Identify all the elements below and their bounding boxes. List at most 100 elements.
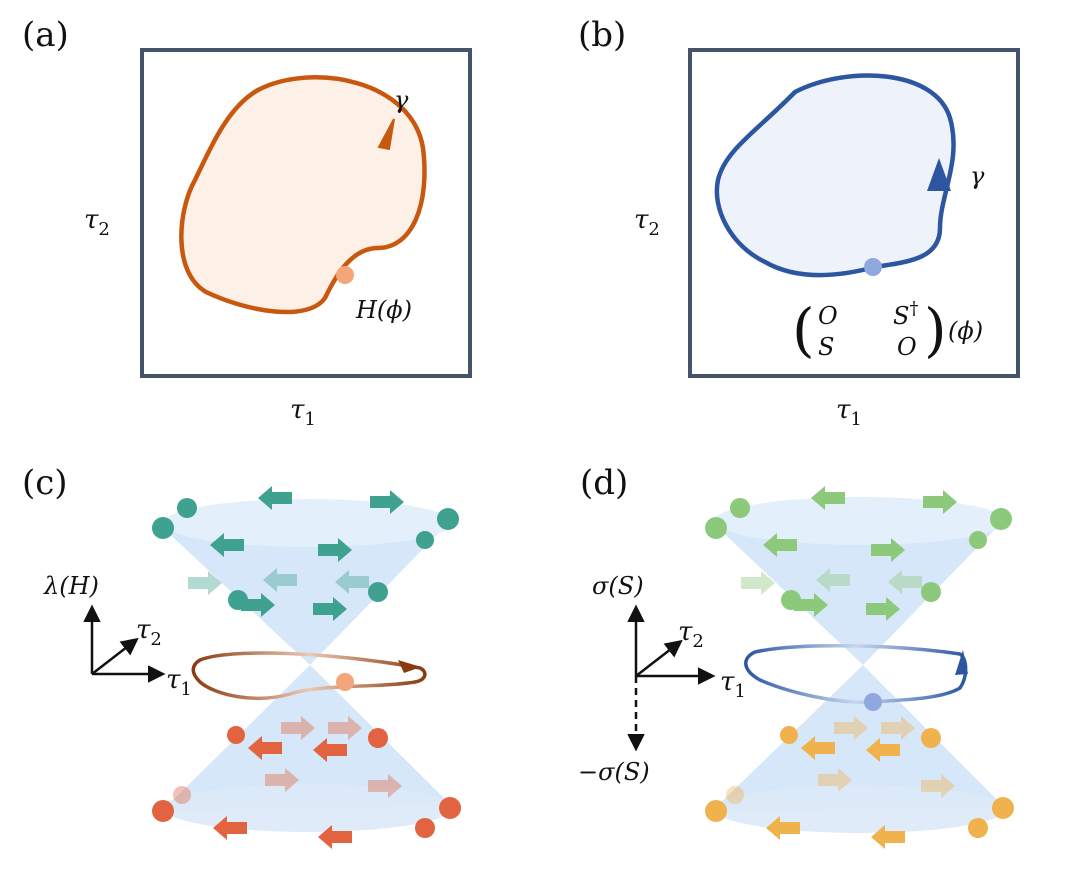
matrix-a21: S xyxy=(818,333,834,361)
panel-c-lower-spin-arrow xyxy=(368,774,402,798)
panel-d-lower-spin-arrow xyxy=(921,774,955,798)
panel-c-lower-spin-dot xyxy=(152,800,174,822)
panel-c-lower-spin-arrow xyxy=(313,738,347,762)
panel-d-axes: σ(S) −σ(S) τ2 τ1 xyxy=(578,572,746,786)
panel-c-lower-spin-dot xyxy=(439,797,461,819)
panel-a-loop-arrow xyxy=(377,118,395,151)
panel-d: (d) σ(S) −σ(S) τ2 τ1 xyxy=(578,463,1014,849)
panel-c: (c) λ(H) τ2 τ1 xyxy=(22,463,461,849)
panel-c-lower-spin-arrow xyxy=(281,716,315,740)
panel-d-tau2-label: τ2 xyxy=(678,617,704,652)
panel-a-frame xyxy=(140,48,472,378)
panel-d-loop xyxy=(744,644,968,704)
panel-d-upper-rim xyxy=(714,497,1006,545)
panel-d-lower-spin-dot xyxy=(705,800,727,822)
panel-d-upper-spin-dot xyxy=(730,498,750,518)
panel-d-upper-spin-arrow xyxy=(741,571,775,595)
panel-c-tau1-label: τ1 xyxy=(166,665,192,700)
panel-c-lower-spin-arrow xyxy=(248,736,282,760)
panel-c-upper-spins xyxy=(152,486,459,621)
panel-d-upper-spin-arrow xyxy=(794,593,828,617)
panel-d-lower-cone xyxy=(713,665,1005,810)
panel-c-lower-spin-dot xyxy=(368,728,388,748)
panel-d-lower-spin-arrow xyxy=(881,716,915,740)
panel-d-tau2-axis xyxy=(635,639,683,677)
panel-c-upper-spin-dot xyxy=(177,498,197,518)
panel-c-upper-spin-dot xyxy=(152,517,174,539)
panel-c-loop xyxy=(191,651,427,701)
panel-d-lower-spin-arrow xyxy=(818,768,852,792)
panel-d-cones xyxy=(713,497,1006,833)
panel-d-lower-rim xyxy=(714,785,1006,833)
panel-c-lower-spin-dot xyxy=(173,786,191,804)
panel-c-upper-spin-dot xyxy=(228,590,248,610)
panel-c-upper-spin-dot xyxy=(368,582,388,602)
panel-c-upper-spin-arrow xyxy=(313,597,347,621)
panel-c-lower-rim xyxy=(163,784,453,832)
panel-d-upper-cone xyxy=(713,519,1005,665)
panel-d-sigma-up-label: σ(S) xyxy=(592,572,644,600)
panel-b-loop-arrow xyxy=(927,158,951,191)
panel-d-letter: (d) xyxy=(580,463,628,503)
panel-c-lambda-label: λ(H) xyxy=(43,572,99,600)
panel-b-gamma: γ xyxy=(970,162,985,190)
panel-c-lower-spin-arrow xyxy=(318,825,352,849)
panel-a-axis-x: τ1 xyxy=(290,395,316,430)
panel-d-lower-spin-arrow xyxy=(834,716,868,740)
panel-a-gamma: γ xyxy=(394,86,409,114)
panel-d-upper-spin-arrow xyxy=(866,597,900,621)
panel-c-letter: (c) xyxy=(22,463,68,503)
panel-c-upper-rim xyxy=(163,499,453,547)
matrix-suffix: (ϕ) xyxy=(948,317,983,345)
panel-b-axis-y: τ2 xyxy=(634,205,660,240)
panel-c-upper-spin-arrow xyxy=(318,538,352,562)
panel-d-lower-spin-arrow xyxy=(866,738,900,762)
panel-a: (a) γ H(ϕ) τ2 τ1 xyxy=(22,15,472,430)
panel-d-lower-spin-dot xyxy=(726,786,744,804)
panel-c-upper-spin-arrow xyxy=(263,568,297,592)
panel-c-tau2-label: τ2 xyxy=(136,615,162,650)
panel-d-upper-spin-arrow xyxy=(923,490,957,514)
panel-d-upper-spin-arrow xyxy=(763,533,797,557)
panel-d-upper-spin-dot xyxy=(990,508,1012,530)
panel-d-upper-spin-arrow xyxy=(888,570,922,594)
panel-d-upper-spin-dot xyxy=(921,582,941,602)
panel-c-upper-spin-dot xyxy=(437,508,459,530)
panel-d-upper-spin-arrow xyxy=(811,486,845,510)
panel-d-lower-spin-dot xyxy=(968,818,988,838)
panel-d-upper-spin-dot xyxy=(781,590,801,610)
panel-d-upper-spin-dot xyxy=(969,531,987,549)
panel-c-tau2-axis xyxy=(91,637,139,675)
panel-a-axis-y: τ2 xyxy=(84,205,110,240)
panel-c-axes: λ(H) τ2 τ1 xyxy=(43,572,192,700)
panel-c-upper-spin-arrow xyxy=(258,486,292,510)
panel-b-letter: (b) xyxy=(578,15,626,55)
panel-d-lower-spin-dot xyxy=(921,728,941,748)
panel-c-lower-spin-dot xyxy=(415,818,435,838)
panel-c-upper-spin-arrow xyxy=(335,570,369,594)
panel-d-upper-spins xyxy=(705,486,1012,621)
matrix-left-paren: ( xyxy=(792,296,815,364)
panel-c-point xyxy=(336,673,354,691)
panel-c-upper-spin-arrow xyxy=(241,593,275,617)
panel-c-cones xyxy=(163,499,453,832)
panel-d-lower-spin-dot xyxy=(992,797,1014,819)
panel-b-loop xyxy=(714,73,956,278)
panel-a-loop xyxy=(179,75,427,315)
matrix-right-paren: ) xyxy=(924,296,947,364)
panel-c-loop-arrow xyxy=(398,660,421,673)
panel-a-letter: (a) xyxy=(22,15,69,55)
panel-c-upper-spin-dot xyxy=(416,531,434,549)
panel-d-sigma-down-label: −σ(S) xyxy=(578,758,650,786)
panel-c-upper-cone xyxy=(163,519,452,665)
panel-a-point xyxy=(336,266,354,284)
panel-b-matrix: ( O S† S O ) (ϕ) xyxy=(792,296,983,364)
panel-d-lower-spins xyxy=(705,716,1014,849)
panel-d-lower-spin-arrow xyxy=(871,825,905,849)
panel-d-lower-spin-arrow xyxy=(801,736,835,760)
panel-c-upper-spin-arrow xyxy=(210,533,244,557)
panel-b-frame xyxy=(688,48,1020,378)
panel-c-lower-spin-arrow xyxy=(328,716,362,740)
matrix-a11: O xyxy=(818,302,838,330)
